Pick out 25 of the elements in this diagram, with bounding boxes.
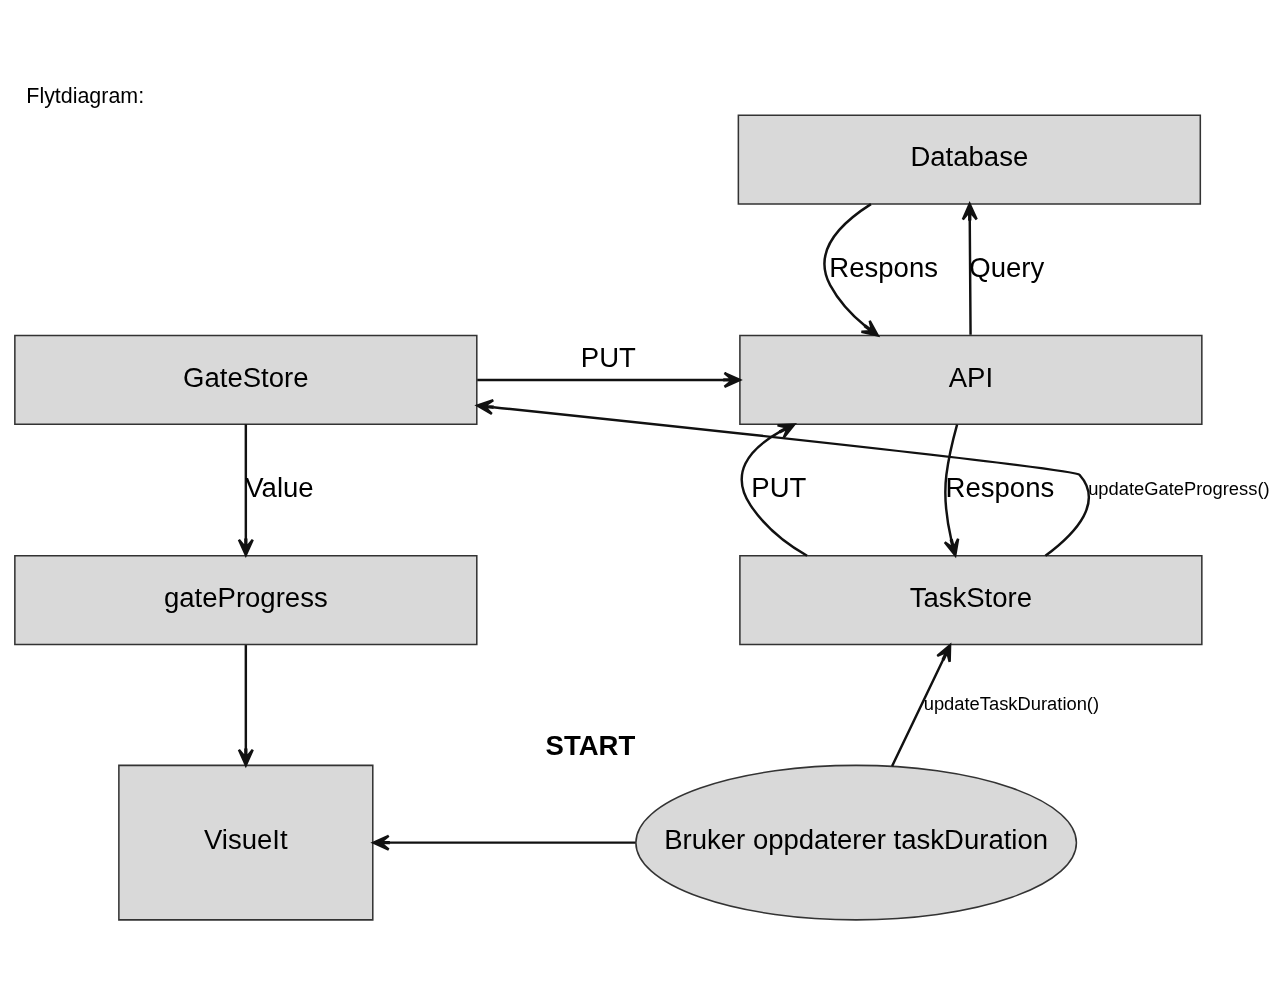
node-box: TaskStore — [739, 555, 1203, 646]
edge-label: PUT — [580, 341, 636, 373]
arrow — [961, 202, 978, 335]
edge-label: updateGateProgress() — [1088, 477, 1270, 499]
arrow — [372, 834, 636, 851]
node-label: START — [545, 730, 636, 762]
arrow — [237, 424, 254, 557]
edge-label: Respons — [945, 471, 1055, 503]
diagram-title: Flytdiagram: — [26, 84, 145, 109]
node-box: GateStore — [14, 334, 478, 426]
edge-label: Respons — [829, 251, 938, 283]
node-box: API — [739, 334, 1203, 426]
node-ellipse: Bruker oppdaterer taskDuration — [635, 764, 1078, 921]
arrow — [891, 643, 952, 767]
edge-label: updateTaskDuration() — [923, 692, 1100, 714]
edge-label: PUT — [751, 471, 807, 503]
node-box: gateProgress — [14, 555, 478, 646]
node-box: Database — [737, 114, 1202, 205]
arrow — [237, 645, 254, 767]
node-box: VisueIt — [118, 764, 374, 921]
arrow — [476, 399, 1090, 557]
arrow — [740, 423, 808, 557]
arrow — [823, 203, 879, 337]
arrow — [477, 371, 742, 389]
arrow — [943, 424, 960, 557]
